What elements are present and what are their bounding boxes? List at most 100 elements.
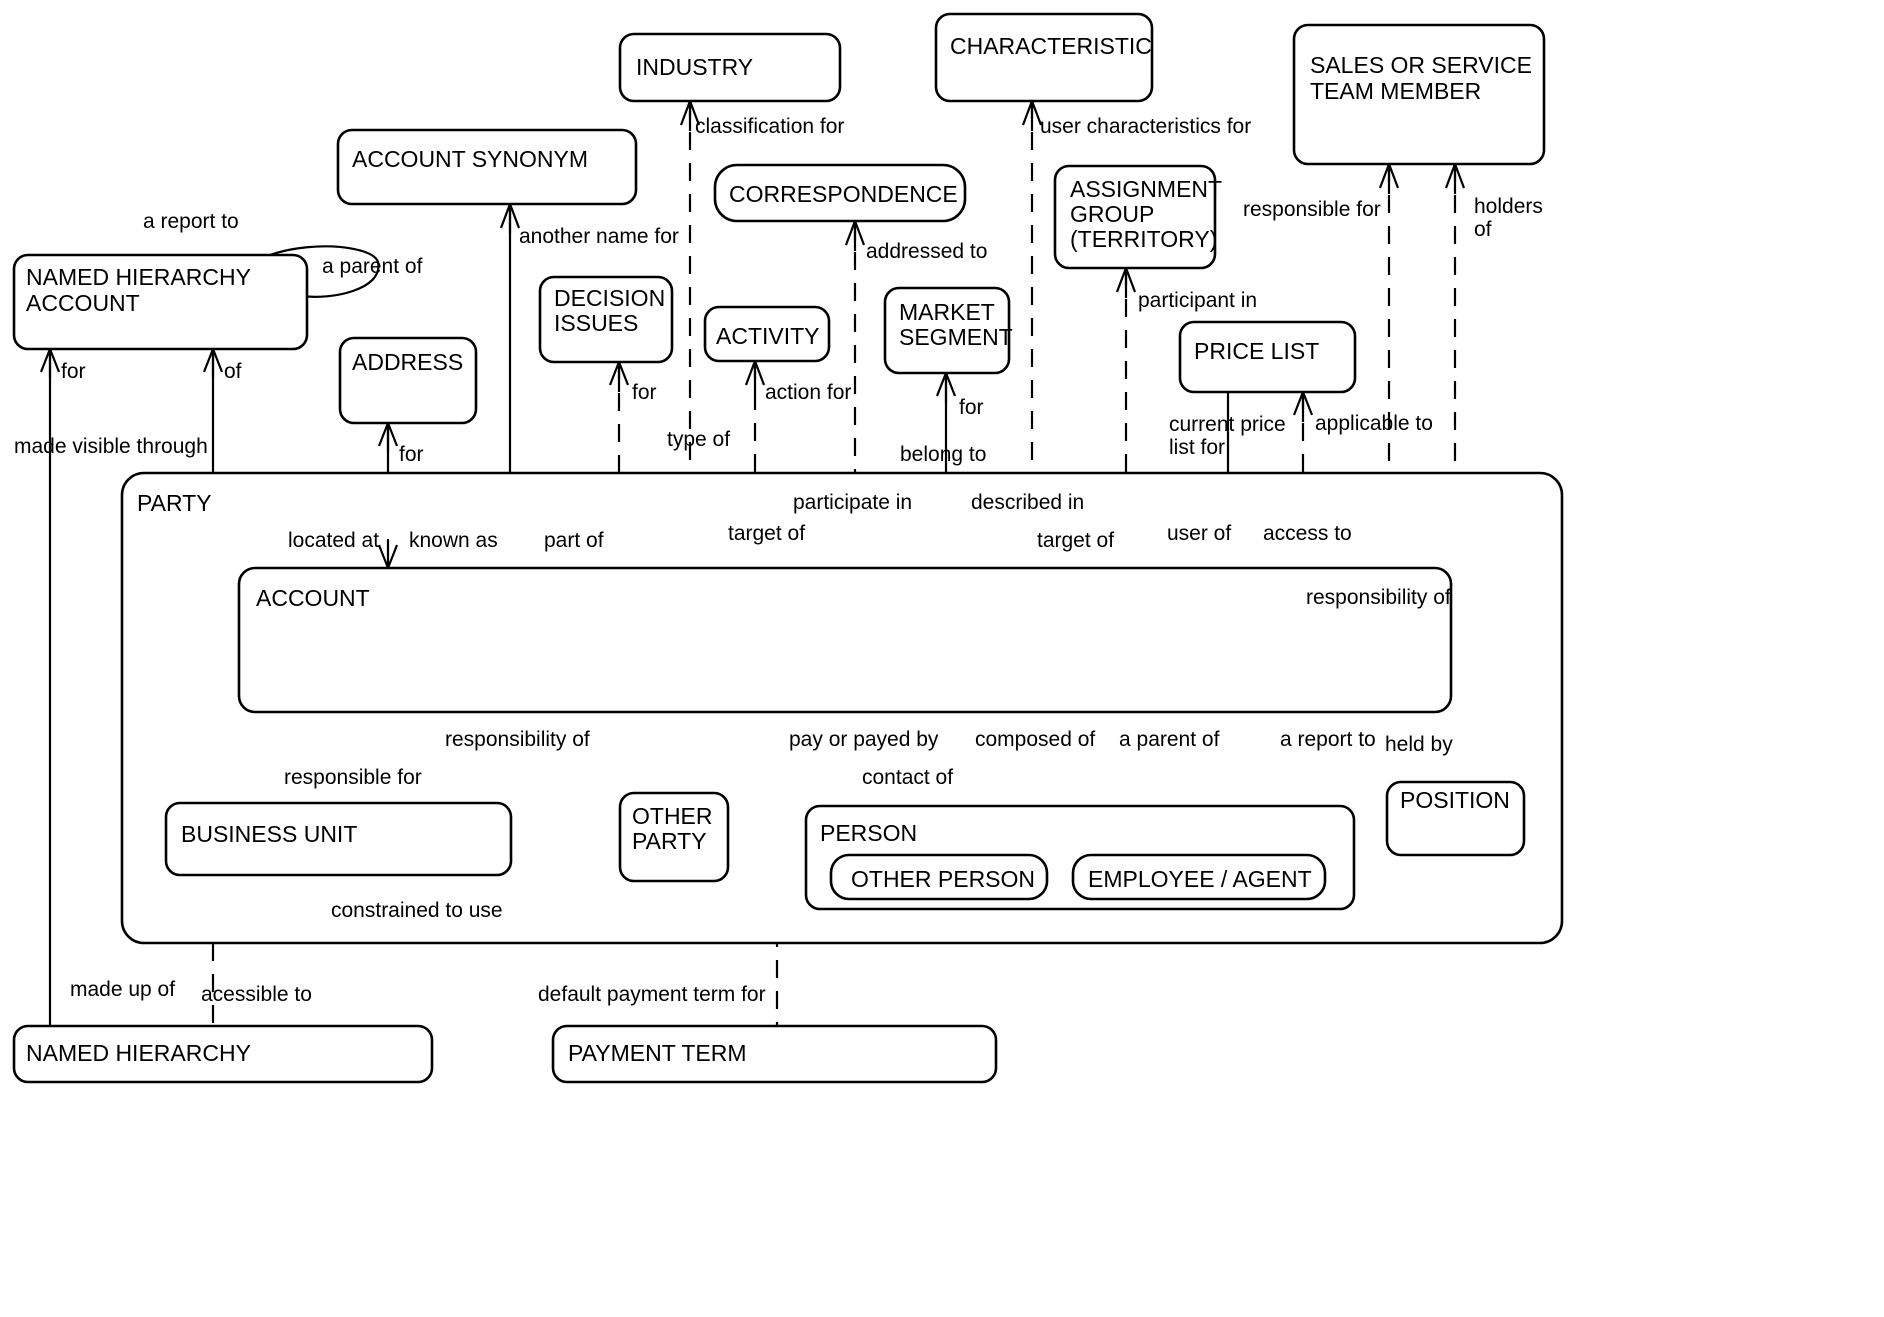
label-assignment-group-line2: GROUP [1070, 201, 1154, 227]
rel-classification-for: classification for [695, 115, 844, 138]
label-party: PARTY [137, 490, 212, 516]
rel-current-price-list-for-line2: list for [1169, 436, 1225, 459]
label-named-hierarchy-account-line1: NAMED HIERARCHY [26, 264, 251, 290]
rel-pay-or-payed-by: pay or payed by [789, 728, 939, 751]
label-sales-team-member-line2: TEAM MEMBER [1310, 78, 1481, 104]
rel-current-price-list-for-line1: current price [1169, 413, 1286, 436]
rel-access-to: access to [1263, 522, 1352, 545]
rel-described-in: described in [971, 491, 1084, 514]
entity-named-hierarchy[interactable] [12, 1024, 434, 1084]
rel-responsible-for-top: responsible for [1243, 198, 1381, 221]
label-industry: INDUSTRY [636, 54, 753, 80]
rel-made-visible-through: made visible through [14, 435, 208, 458]
label-decision-issues-line2: ISSUES [554, 310, 638, 336]
entity-activity[interactable] [703, 305, 831, 363]
label-position: POSITION [1400, 787, 1510, 813]
rel-a-parent-of-top: a parent of [322, 255, 423, 278]
entity-characteristic[interactable] [934, 12, 1154, 103]
rel-of-nha: of [224, 360, 242, 383]
entity-labels: INDUSTRY CHARACTERISTIC SALES OR SERVICE… [26, 33, 1532, 1066]
entity-named-hierarchy-account[interactable] [12, 253, 309, 351]
entity-decision-issues[interactable] [538, 275, 674, 364]
entity-employee-agent[interactable] [1071, 853, 1327, 901]
label-account: ACCOUNT [256, 585, 370, 611]
label-employee-agent: EMPLOYEE / AGENT [1088, 866, 1312, 892]
crowsfoot-nha-for [39, 348, 61, 378]
rel-target-of-2: target of [1037, 529, 1114, 552]
account-top-crowsfeet [377, 539, 399, 569]
label-assignment-group-line1: ASSIGNMENT [1070, 176, 1222, 202]
entity-business-unit[interactable] [164, 801, 513, 877]
label-correspondence: CORRESPONDENCE [729, 181, 958, 207]
rel-applicable-to: applicable to [1315, 412, 1433, 435]
rel-participant-in: participant in [1138, 289, 1257, 312]
rel-responsibility-of-bu: responsibility of [445, 728, 590, 751]
entity-industry[interactable] [618, 32, 842, 103]
rel-for-market: for [959, 396, 984, 419]
crowsfoot-marketsegment [935, 372, 957, 403]
relationship-labels: a report to a parent of classification f… [14, 115, 1543, 1006]
label-address: ADDRESS [352, 349, 463, 375]
crowsfoot-industry [679, 100, 701, 131]
rel-holders-of-line2: of [1474, 218, 1492, 241]
rel-holders-of-line1: holders [1474, 195, 1543, 218]
crowsfoot-stm-resp [1378, 163, 1400, 194]
rel-part-of: part of [544, 529, 604, 552]
entity-account-synonym[interactable] [336, 128, 638, 206]
entity-assignment-group[interactable] [1053, 164, 1217, 270]
entity-address[interactable] [338, 336, 478, 425]
rel-belong-to: belong to [900, 443, 986, 466]
rel-a-report-to-acct: a report to [1280, 728, 1376, 751]
rel-acessible-to: acessible to [201, 983, 312, 1006]
rel-a-parent-of-acct: a parent of [1119, 728, 1220, 751]
entity-correspondence[interactable] [713, 163, 967, 223]
rel-located-at: located at [288, 529, 379, 552]
rel-type-of: type of [667, 428, 730, 451]
crowsfoot-synonym [499, 203, 521, 234]
crowsfoot-nha-of [202, 348, 224, 378]
label-other-party-line1: OTHER [632, 803, 713, 829]
rel-user-of: user of [1167, 522, 1231, 545]
label-other-person: OTHER PERSON [851, 866, 1035, 892]
label-activity: ACTIVITY [716, 323, 820, 349]
entity-account[interactable] [237, 566, 1453, 714]
rel-constrained-to-use: constrained to use [331, 899, 503, 922]
label-assignment-group-line3: (TERRITORY) [1070, 226, 1217, 252]
label-other-party-line2: PARTY [632, 828, 707, 854]
rel-responsibility-of-acct: responsibility of [1306, 586, 1451, 609]
entity-sales-or-service-team-member[interactable] [1292, 23, 1546, 166]
label-person: PERSON [820, 820, 917, 846]
crowsfoot-activity [744, 360, 766, 392]
rel-for-address: for [399, 443, 424, 466]
rel-a-report-to-top: a report to [143, 210, 239, 233]
crowsfoot-pricelist-applicable [1292, 391, 1314, 422]
label-market-segment-line2: SEGMENT [899, 324, 1013, 350]
entity-boxes [12, 12, 1564, 1084]
rel-participate-in: participate in [793, 491, 912, 514]
rel-for-decision: for [632, 381, 657, 404]
entity-market-segment[interactable] [883, 286, 1011, 375]
rel-for-nha: for [61, 360, 86, 383]
label-account-synonym: ACCOUNT SYNONYM [352, 146, 588, 172]
label-named-hierarchy: NAMED HIERARCHY [26, 1040, 251, 1066]
entity-other-person[interactable] [829, 853, 1049, 901]
rel-action-for: action for [765, 381, 851, 404]
rel-made-up-of: made up of [70, 978, 175, 1001]
entity-other-party[interactable] [618, 791, 730, 883]
label-decision-issues-line1: DECISION [554, 285, 665, 311]
rel-target-of-1: target of [728, 522, 805, 545]
rel-contact-of: contact of [862, 766, 953, 789]
entity-position[interactable] [1385, 780, 1526, 857]
label-payment-term: PAYMENT TERM [568, 1040, 747, 1066]
entity-price-list[interactable] [1178, 320, 1357, 394]
rel-composed-of: composed of [975, 728, 1095, 751]
rel-held-by: held by [1385, 733, 1453, 756]
label-business-unit: BUSINESS UNIT [181, 821, 357, 847]
label-named-hierarchy-account-line2: ACCOUNT [26, 290, 140, 316]
label-price-list: PRICE LIST [1194, 338, 1319, 364]
entity-payment-term[interactable] [551, 1024, 998, 1084]
rel-addressed-to: addressed to [866, 240, 987, 263]
crowsfoot-stm-holders [1444, 163, 1466, 194]
crowsfoot-account-located-at [377, 539, 399, 569]
